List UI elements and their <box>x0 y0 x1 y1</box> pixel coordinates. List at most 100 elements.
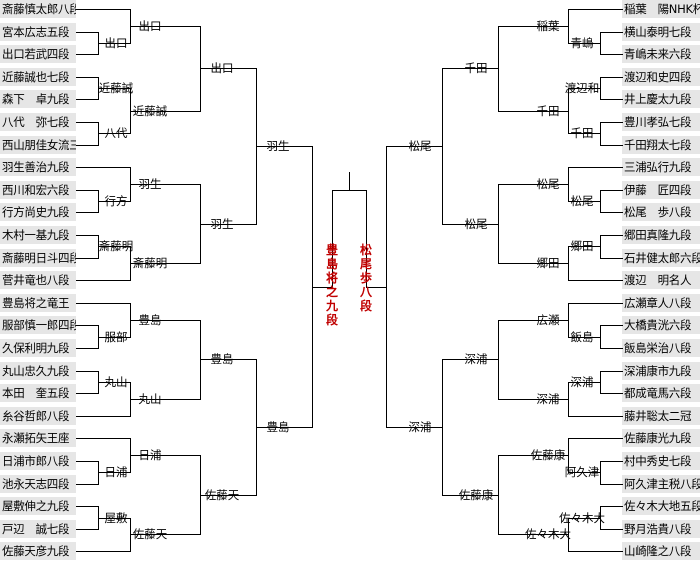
bracket-line <box>76 348 99 349</box>
player-name: 青嶋未来六段 <box>622 45 700 64</box>
bracket-line <box>76 415 131 417</box>
bracket-line <box>130 25 201 27</box>
player-name: 池永天志四段 <box>0 474 76 493</box>
bracket-line <box>332 190 333 288</box>
player-name: 松尾 歩八段 <box>622 203 700 222</box>
player-name: 日浦市郎八段 <box>0 452 76 470</box>
bracket-line <box>366 286 387 288</box>
player-name: 丸山忠久九段 <box>0 361 76 380</box>
bracket-line <box>76 393 99 395</box>
player-name: 斎藤明日斗四段 <box>0 248 76 267</box>
bracket-line <box>568 302 623 304</box>
player-name: 斎藤慎太郎八段 <box>0 0 76 18</box>
bracket-line <box>568 472 601 474</box>
bracket-line <box>442 494 499 496</box>
bracket-line <box>498 534 569 536</box>
bracket-line <box>76 144 99 146</box>
player-name: 井上慶太九段 <box>622 90 700 109</box>
bracket-line <box>600 54 623 56</box>
bracket-line <box>98 88 131 90</box>
bracket-line <box>600 99 623 101</box>
bracket-line <box>600 506 623 508</box>
player-name: 石井健太郎六段 <box>622 248 700 267</box>
bracket-line <box>568 246 601 248</box>
bracket-line <box>76 167 131 169</box>
bracket-line <box>76 302 131 304</box>
bracket-line <box>76 54 99 56</box>
player-name: 森下 卓九段 <box>0 90 76 109</box>
player-name: 服部慎一郎四段 <box>0 316 76 335</box>
player-name: 山崎隆之八段 <box>622 542 700 561</box>
player-name: 八代 弥七段 <box>0 113 76 131</box>
bracket-line <box>76 325 99 327</box>
bracket-line <box>200 68 257 70</box>
player-name: 大橋貴洸六段 <box>622 316 700 335</box>
bracket-line <box>600 122 623 123</box>
finalist-name: 豊島将之九段 <box>325 243 338 327</box>
player-name: 佐藤康光九段 <box>622 429 700 448</box>
bracket-line <box>498 398 569 400</box>
bracket-line <box>98 133 131 135</box>
bracket-line <box>568 9 623 10</box>
bracket-line <box>600 528 623 530</box>
player-name: 伊藤 匠四段 <box>622 180 700 199</box>
bracket-line <box>386 146 443 147</box>
player-name: 郷田真隆九段 <box>622 226 700 244</box>
bracket-line <box>442 68 499 70</box>
bracket-line <box>76 76 99 78</box>
player-name: 近藤誠也七段 <box>0 67 76 86</box>
player-name: 藤井聡太二冠 <box>622 406 700 425</box>
bracket-line <box>130 398 201 400</box>
player-name: 永瀬拓矢王座 <box>0 429 76 448</box>
bracket-line <box>498 110 569 112</box>
bracket-line <box>76 370 99 372</box>
bracket-line <box>568 438 623 440</box>
bracket-line <box>98 517 131 519</box>
bracket-line <box>130 184 201 186</box>
bracket-line <box>600 325 623 327</box>
player-name: 稲葉 陽NHK杯 <box>622 0 700 18</box>
player-name: 三浦弘行九段 <box>622 158 700 177</box>
player-name: 佐藤天彦九段 <box>0 542 76 561</box>
player-name: 深浦康市九段 <box>622 361 700 380</box>
player-name: 豊島将之竜王 <box>0 293 76 312</box>
player-name: 都成竜馬六段 <box>622 384 700 403</box>
bracket-line <box>600 483 623 485</box>
player-name: 佐々木大地五段 <box>622 497 700 516</box>
bracket-line <box>256 427 313 429</box>
bracket-line <box>600 235 623 236</box>
player-name: 木村一基九段 <box>0 226 76 244</box>
bracket-line <box>600 393 623 395</box>
bracket-line <box>76 189 99 191</box>
player-name: 飯島栄治八段 <box>622 339 700 357</box>
bracket-line <box>76 122 99 123</box>
player-name: 本田 奎五段 <box>0 384 76 403</box>
bracket-line <box>568 42 601 44</box>
player-name: 野月浩貴八段 <box>622 519 700 538</box>
bracket-line <box>568 336 601 338</box>
bracket-line <box>600 212 623 214</box>
bracket-line <box>568 517 601 519</box>
player-name: 菅井竜也八段 <box>0 271 76 290</box>
player-name: 横山泰明七段 <box>622 22 700 41</box>
bracket-line <box>76 9 131 10</box>
bracket-line <box>568 415 623 417</box>
bracket-line <box>76 438 131 440</box>
bracket-line <box>498 319 569 321</box>
bracket-line <box>76 551 131 553</box>
bracket-line <box>98 381 131 383</box>
bracket-line <box>98 201 131 203</box>
player-name: 千田翔太七段 <box>622 135 700 154</box>
bracket-line <box>76 528 99 530</box>
bracket-line <box>600 461 623 462</box>
bracket-line <box>600 257 623 259</box>
bracket-line <box>76 257 99 259</box>
bracket-line <box>200 494 257 496</box>
bracket-line <box>568 167 623 169</box>
bracket-line <box>76 483 99 485</box>
bracket-line <box>366 190 367 288</box>
bracket-line <box>386 427 443 429</box>
bracket-line <box>312 286 333 288</box>
bracket-line <box>76 280 131 282</box>
